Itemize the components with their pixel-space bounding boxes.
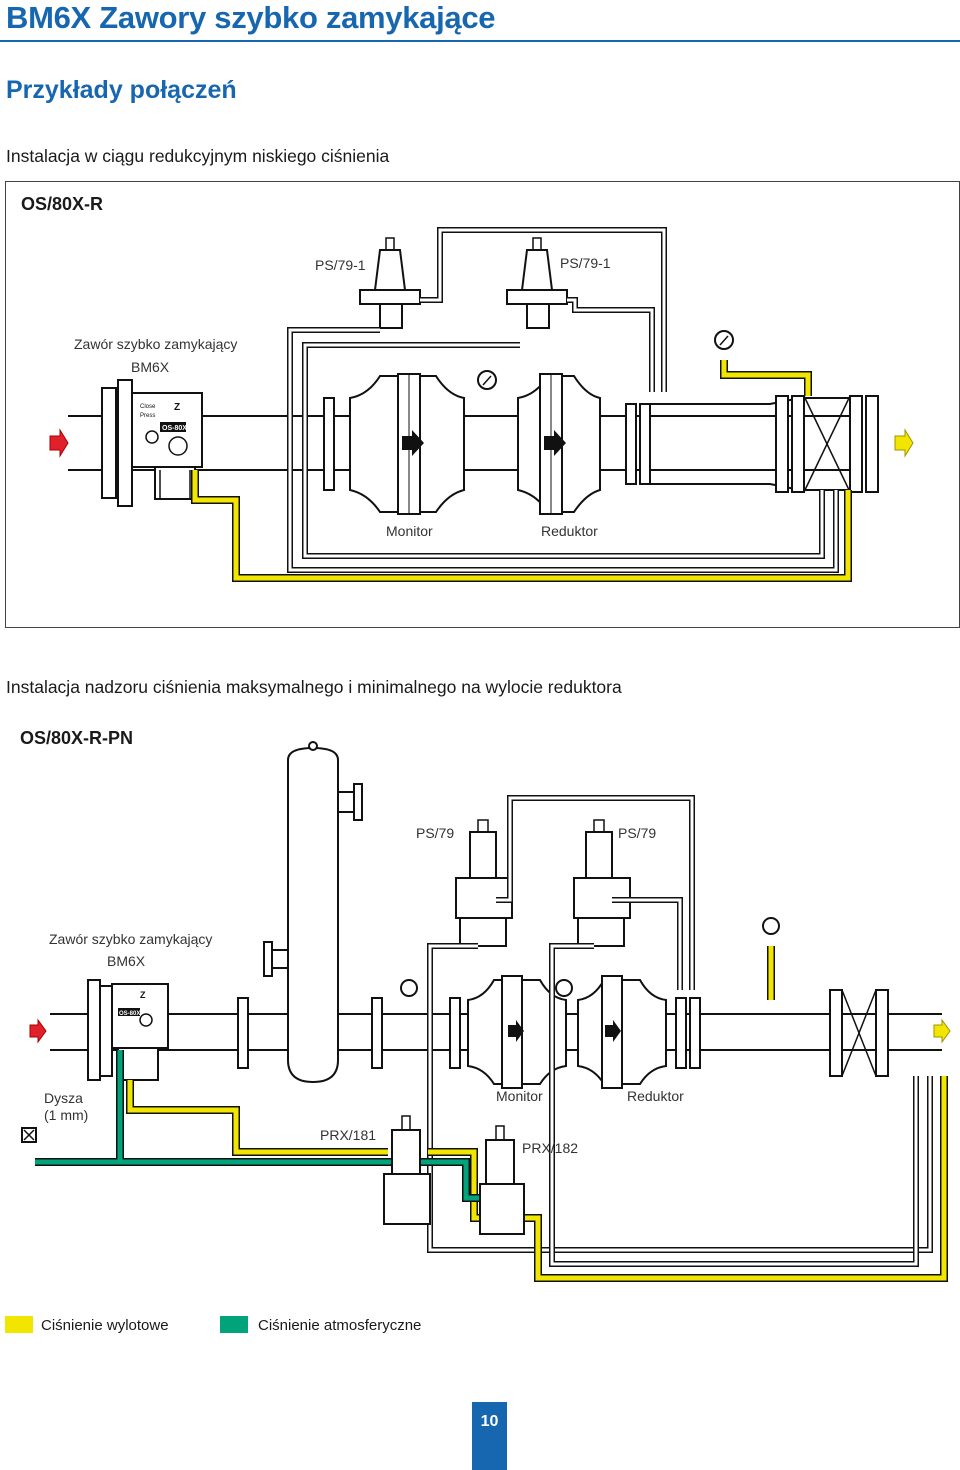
section-title: Przykłady połączeń bbox=[6, 76, 237, 104]
label-monitor-2: Monitor bbox=[496, 1088, 543, 1104]
page-title: BM6X Zawory szybko zamykające bbox=[6, 0, 496, 35]
svg-text:OS-80X: OS-80X bbox=[162, 425, 187, 432]
inlet-arrow bbox=[49, 428, 69, 458]
svg-text:OS-80X: OS-80X bbox=[119, 1011, 140, 1017]
pilot-ps79-left bbox=[455, 819, 513, 947]
label-reduktor-2: Reduktor bbox=[627, 1088, 684, 1104]
label-valve-name: Zawór szybko zamykający bbox=[74, 336, 237, 352]
pilot-ps79-right bbox=[573, 819, 631, 947]
label-ps79-1-left: PS/79-1 bbox=[315, 257, 366, 273]
svg-text:Z: Z bbox=[140, 990, 146, 1000]
bm6x-valve: Close Press Z OS-80X bbox=[101, 379, 203, 507]
title-divider bbox=[0, 40, 960, 42]
legend-swatch-outlet bbox=[5, 1316, 33, 1333]
pilot-ps79-1-right bbox=[506, 237, 568, 329]
bm6x-valve-2: Z OS-80X bbox=[87, 979, 169, 1081]
pilot-ps79-1-left bbox=[359, 237, 421, 329]
label-valve-model: BM6X bbox=[131, 359, 170, 375]
diagram1-drawing: Close Press Z OS-80X bbox=[49, 227, 914, 582]
diagram2-caption: Instalacja nadzoru ciśnienia maksymalneg… bbox=[6, 677, 622, 697]
legend-label-outlet: Ciśnienie wylotowe bbox=[41, 1317, 169, 1334]
label-valve2-model: BM6X bbox=[107, 953, 146, 969]
separator-vessel bbox=[263, 741, 363, 1084]
label-monitor: Monitor bbox=[386, 523, 433, 539]
label-reduktor: Reduktor bbox=[541, 523, 598, 539]
svg-text:Press: Press bbox=[140, 413, 155, 419]
reduktor-regulator bbox=[517, 373, 601, 515]
diagram1-model: OS/80X-R bbox=[21, 194, 104, 214]
monitor-regulator bbox=[349, 373, 465, 515]
label-nozzle: Dysza bbox=[44, 1090, 83, 1106]
svg-text:Close: Close bbox=[140, 404, 156, 410]
pilot-prx181 bbox=[383, 1115, 431, 1225]
label-prx182: PRX/182 bbox=[522, 1140, 578, 1156]
monitor-regulator-2 bbox=[467, 975, 567, 1089]
label-ps79-left: PS/79 bbox=[416, 825, 454, 841]
diagram1-caption: Instalacja w ciągu redukcyjnym niskiego … bbox=[6, 146, 390, 166]
diagram2-drawing: Z OS-80X bbox=[21, 741, 951, 1282]
legend-label-atmospheric: Ciśnienie atmosferyczne bbox=[258, 1317, 422, 1334]
label-ps79-1-right: PS/79-1 bbox=[560, 255, 611, 271]
svg-text:Z: Z bbox=[174, 402, 180, 413]
label-prx181: PRX/181 bbox=[320, 1127, 376, 1143]
label-ps79-right: PS/79 bbox=[618, 825, 656, 841]
label-nozzle-size: (1 mm) bbox=[44, 1107, 88, 1123]
legend-swatch-atmospheric bbox=[220, 1316, 248, 1333]
label-valve2-name: Zawór szybko zamykający bbox=[49, 931, 212, 947]
outlet-arrow bbox=[894, 428, 914, 458]
page-number: 10 bbox=[472, 1402, 507, 1470]
diagram2-model: OS/80X-R-PN bbox=[20, 728, 134, 748]
reduktor-regulator-2 bbox=[577, 975, 667, 1089]
pilot-prx182 bbox=[479, 1125, 525, 1235]
